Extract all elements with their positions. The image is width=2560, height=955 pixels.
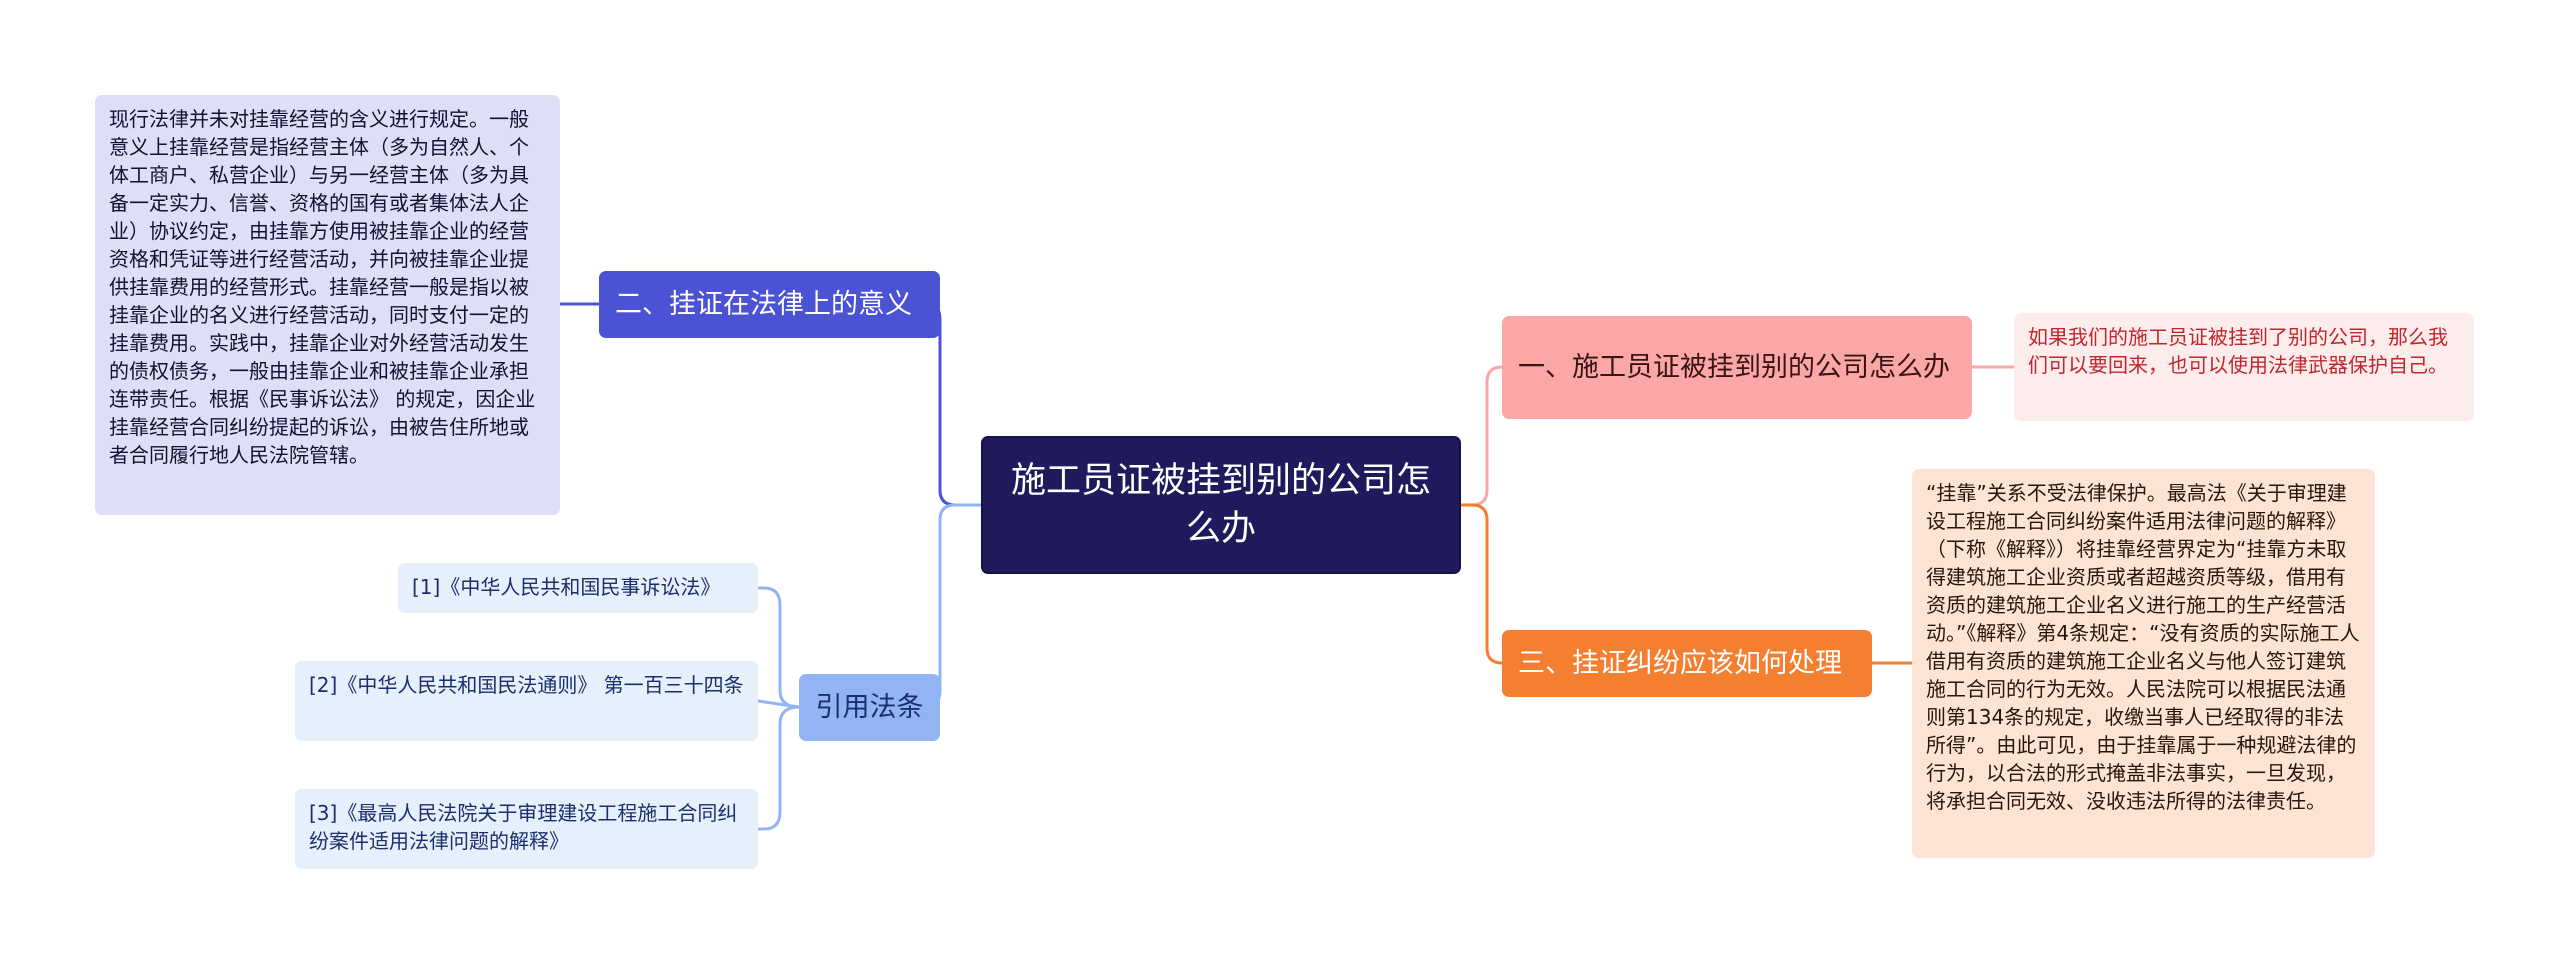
branch-references-label: 引用法条 — [815, 691, 924, 723]
what-to-do-content[interactable]: 如果我们的施工员证被挂到了别的公司，那么我们可以要回来，也可以使用法律武器保护自… — [2014, 313, 2474, 421]
legal-meaning-content[interactable]: 现行法律并未对挂靠经营的含义进行规定。一般意义上挂靠经营是指经营主体（多为自然人… — [95, 95, 560, 515]
branch-what-to-do[interactable]: 一、施工员证被挂到别的公司怎么办 — [1502, 316, 1972, 419]
link-root-to-dispute — [1461, 503, 1503, 665]
what-to-do-text: 如果我们的施工员证被挂到了别的公司，那么我们可以要回来，也可以使用法律武器保护自… — [2028, 325, 2448, 377]
link-ref-1 — [758, 586, 800, 709]
branch-legal-meaning[interactable]: 二、挂证在法律上的意义 — [599, 271, 940, 338]
link-ref-2 — [757, 699, 800, 709]
branch-references[interactable]: 引用法条 — [799, 674, 940, 741]
reference-text-2: [2]《中华人民共和国民法通则》 第一百三十四条 — [309, 673, 744, 697]
branch-dispute-handling[interactable]: 三、挂证纠纷应该如何处理 — [1502, 630, 1872, 697]
root-title: 施工员证被挂到别的公司怎么办 — [1010, 461, 1431, 549]
link-root-to-handling-now — [1461, 365, 1503, 507]
reference-text-1: [1]《中华人民共和国民事诉讼法》 — [412, 575, 721, 599]
branch-dispute-handling-label: 三、挂证纠纷应该如何处理 — [1518, 647, 1842, 679]
dispute-handling-content[interactable]: “挂靠”关系不受法律保护。最高法《关于审理建设工程施工合同纠纷案件适用法律问题的… — [1912, 469, 2375, 858]
root-topic[interactable]: 施工员证被挂到别的公司怎么办 — [981, 436, 1461, 574]
legal-meaning-text: 现行法律并未对挂靠经营的含义进行规定。一般意义上挂靠经营是指经营主体（多为自然人… — [109, 107, 536, 467]
branch-legal-meaning-label: 二、挂证在法律上的意义 — [615, 288, 912, 320]
dispute-handling-text: “挂靠”关系不受法律保护。最高法《关于审理建设工程施工合同纠纷案件适用法律问题的… — [1926, 481, 2360, 813]
branch-what-to-do-label: 一、施工员证被挂到别的公司怎么办 — [1518, 351, 1950, 383]
reference-item-1[interactable]: [1]《中华人民共和国民事诉讼法》 — [398, 563, 758, 613]
link-ref-3 — [758, 705, 800, 831]
reference-item-2[interactable]: [2]《中华人民共和国民法通则》 第一百三十四条 — [295, 661, 758, 741]
reference-item-3[interactable]: [3]《最高人民法院关于审理建设工程施工合同纠纷案件适用法律问题的解释》 — [295, 789, 758, 869]
reference-text-3: [3]《最高人民法院关于审理建设工程施工合同纠纷案件适用法律问题的解释》 — [309, 801, 738, 853]
